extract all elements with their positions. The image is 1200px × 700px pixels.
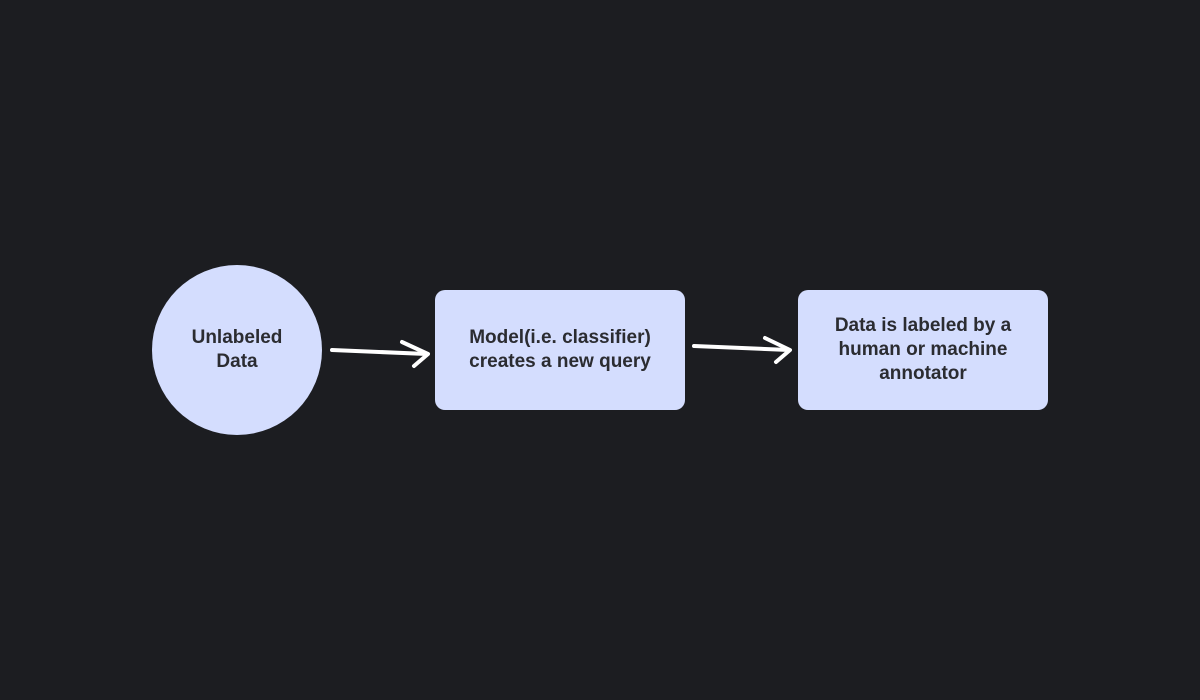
arrow-head (763, 336, 792, 364)
arrow-unlabeled-to-model (330, 340, 430, 368)
node-model-query: Model(i.e. classifier) creates a new que… (435, 290, 685, 410)
arrow-shaft (692, 344, 791, 352)
arrow-shaft (330, 348, 429, 356)
node-unlabeled-data: Unlabeled Data (152, 265, 322, 435)
node-data-labeled: Data is labeled by a human or machine an… (798, 290, 1048, 410)
node-label: Data is labeled by a human or machine an… (834, 315, 1012, 384)
arrow-model-to-labeled (692, 336, 792, 364)
node-label: Unlabeled Data (191, 327, 283, 372)
node-label: Model(i.e. classifier) creates a new que… (469, 327, 651, 372)
arrow-head (400, 340, 430, 368)
